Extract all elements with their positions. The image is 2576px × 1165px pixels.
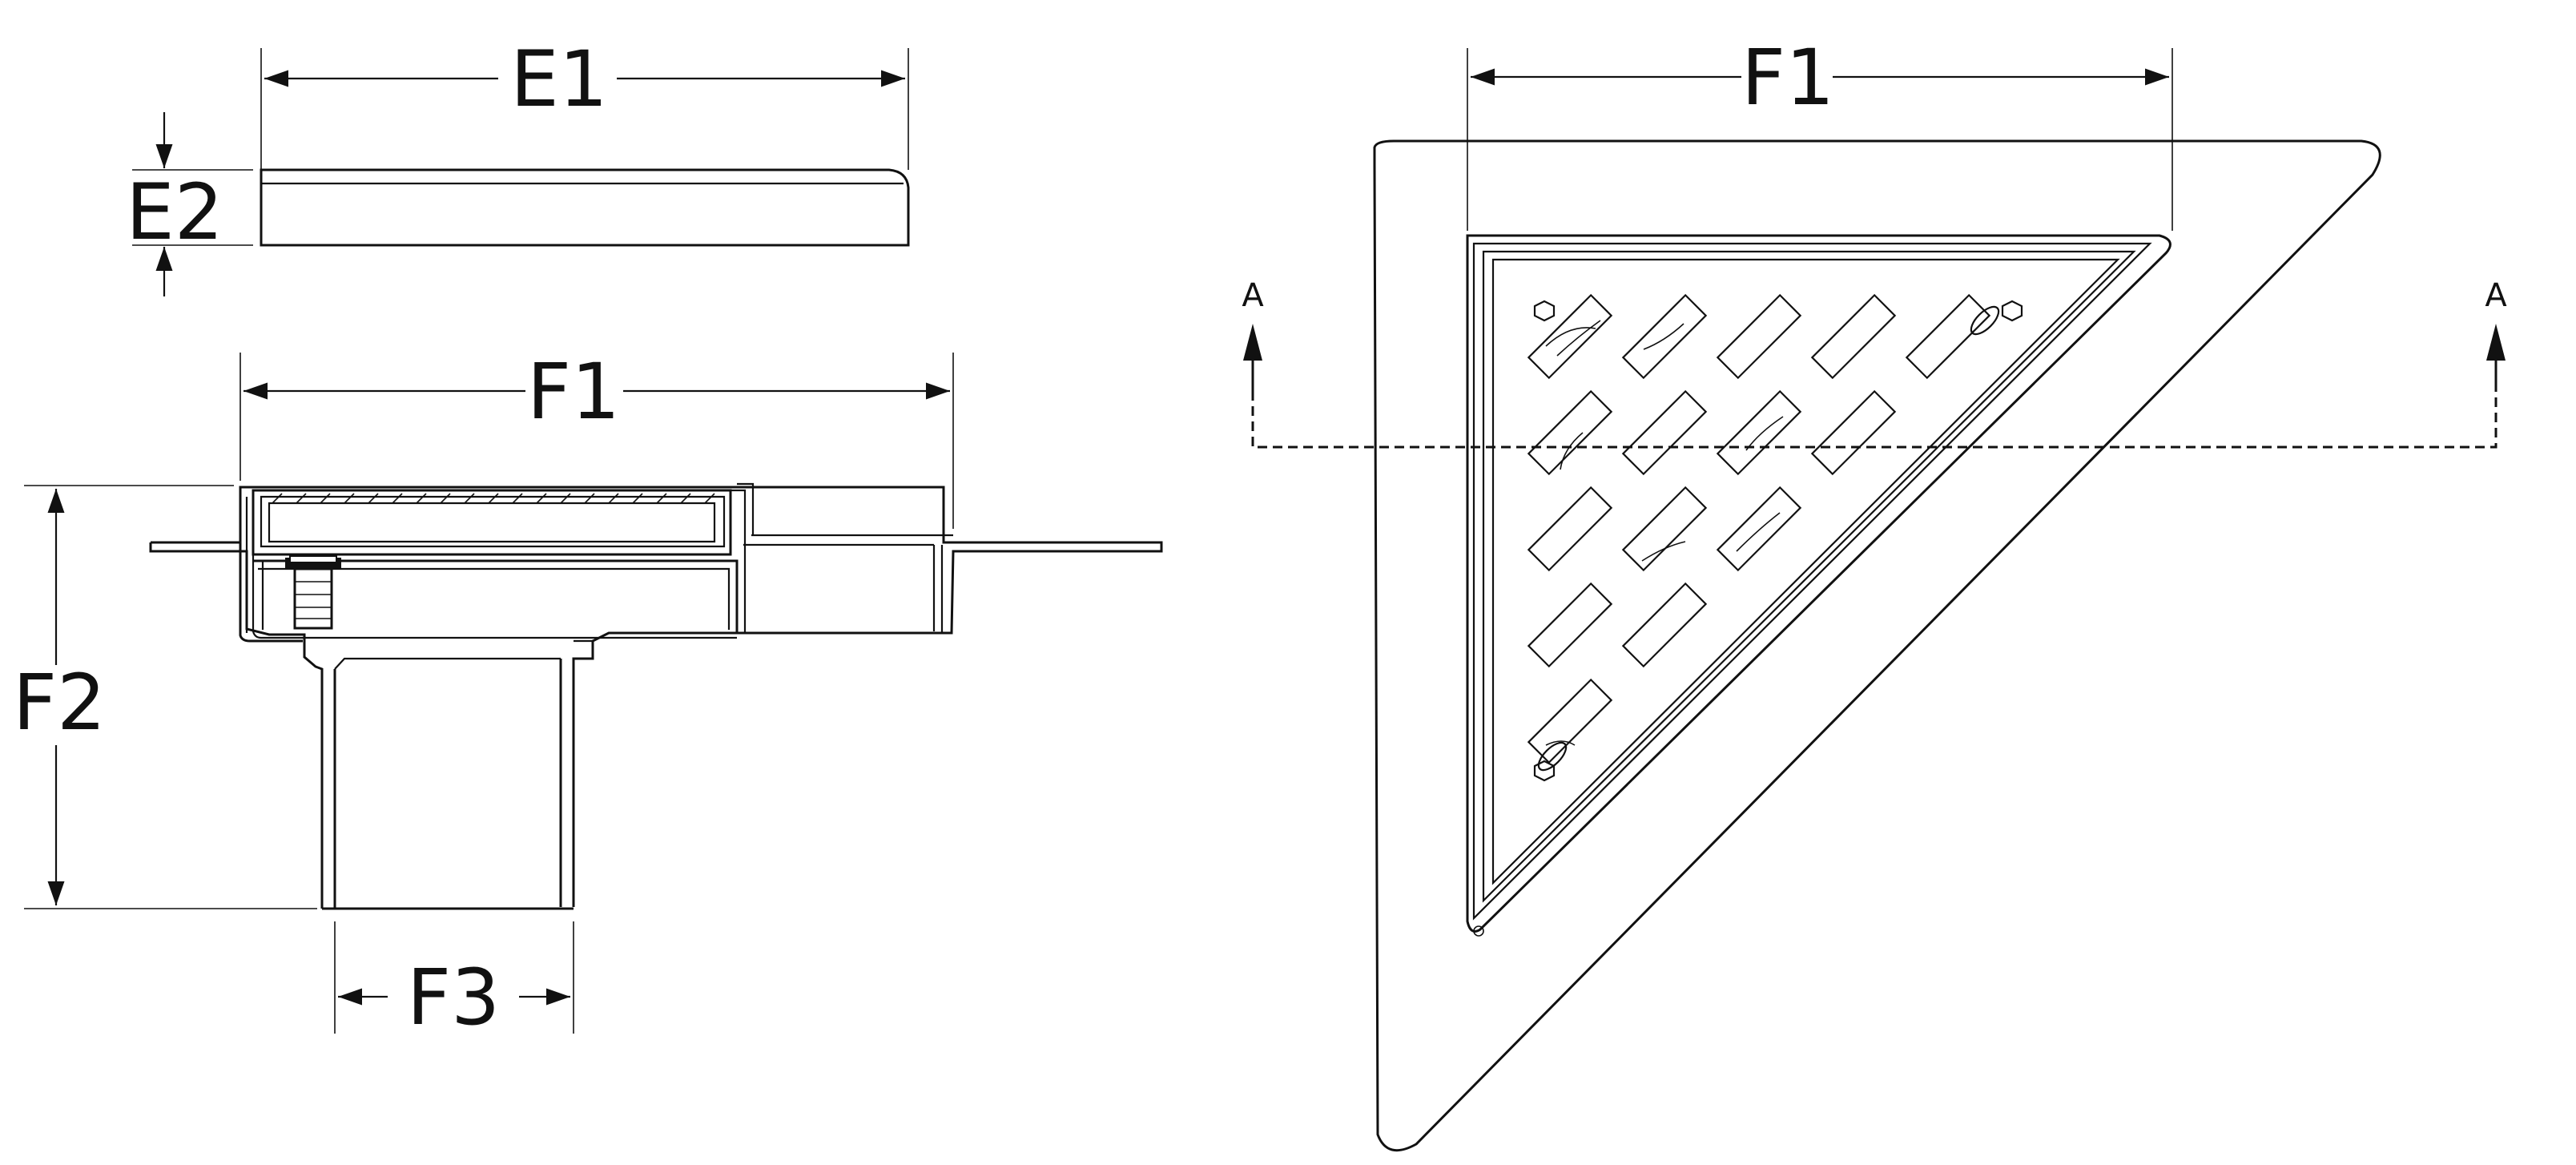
section-marker-right: A [2485, 277, 2507, 314]
hex-hole-bottom-left [1533, 760, 1556, 782]
grate-slots [1527, 293, 1991, 764]
dimension-label-f2: F2 [13, 658, 106, 748]
dimension-e1: E1 [264, 34, 905, 124]
dimension-f3: F3 [338, 953, 570, 1042]
locking-screw [285, 555, 341, 630]
hex-hole-top-right [2001, 300, 2023, 322]
section-line-a-a: A A [1242, 277, 2507, 449]
dimension-label-f1-top: F1 [1741, 33, 1834, 123]
dimension-f1-top: F1 [1471, 33, 2169, 123]
drain-section-view [24, 353, 1163, 1034]
drain-plan-view [1373, 48, 2381, 1152]
dimension-f1-side: F1 [244, 347, 950, 437]
dimension-label-e1: E1 [510, 34, 608, 124]
hex-hole-top-left [1533, 300, 1556, 322]
section-marker-left: A [1242, 277, 1264, 314]
dimension-label-e2: E2 [126, 167, 223, 257]
dimension-label-f1-side: F1 [527, 347, 620, 437]
dimension-e2: E2 [126, 112, 223, 296]
dimension-f2: F2 [13, 489, 106, 905]
dimension-label-f3: F3 [407, 953, 500, 1042]
cover-side-view [132, 48, 910, 247]
